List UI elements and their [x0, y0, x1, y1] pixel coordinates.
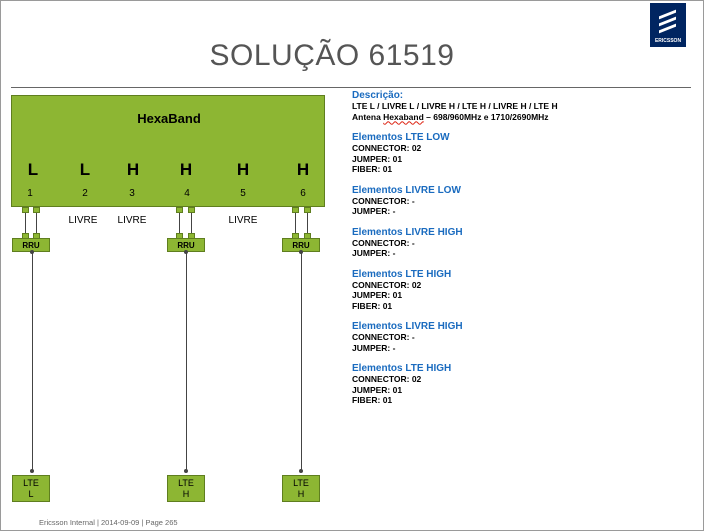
jumper-line [191, 213, 192, 235]
jumper-line [36, 213, 37, 235]
section-line: JUMPER: - [352, 342, 396, 353]
section-livre-low: Elementos LIVRE LOW CONNECTOR: - JUMPER:… [352, 185, 692, 217]
livre-label-5: LIVRE [228, 215, 258, 226]
description-heading: Descrição: [352, 90, 404, 101]
section-line: JUMPER: - [352, 248, 396, 258]
antenna-port [188, 207, 195, 213]
antenna-port [33, 207, 40, 213]
hexaband-antenna: HexaBand L L H H H H 1 2 3 4 5 6 [11, 95, 325, 207]
lte-box-line1: LTE [178, 478, 194, 488]
section-line: FIBER: 01 [352, 395, 393, 405]
jumper-line [295, 213, 296, 235]
description-text: Antena [352, 111, 384, 122]
antenna-port [292, 207, 299, 213]
description-text: Hexaband [383, 111, 424, 122]
section-line: JUMPER: 01 [352, 153, 403, 164]
section-line: JUMPER: - [352, 206, 396, 216]
section-title: Elementos LIVRE LOW [352, 184, 461, 196]
band-number-2: 2 [82, 188, 88, 199]
band-number-6: 6 [300, 188, 306, 199]
section-livre-high: Elementos LIVRE HIGH CONNECTOR: - JUMPER… [352, 227, 692, 259]
section-line: CONNECTOR: - [352, 237, 415, 248]
logo-text: ERICSSON [654, 38, 682, 44]
page-title: SOLUÇÃO 61519 [209, 39, 455, 72]
section-line: CONNECTOR: 02 [352, 279, 422, 290]
livre-label-3: LIVRE [117, 215, 147, 226]
fiber-connector [184, 250, 188, 254]
section-line: FIBER: 01 [352, 300, 393, 311]
band-letter-4: H [179, 160, 193, 179]
section-line: CONNECTOR: 02 [352, 143, 422, 153]
ericsson-logo: ERICSSON [650, 3, 686, 47]
lte-box-line2: H [182, 489, 190, 499]
lte-box-3: LTE H [282, 475, 320, 502]
description-panel: Descrição: LTE L / LIVRE L / LIVRE H / L… [352, 90, 692, 416]
antenna-port [304, 207, 311, 213]
section-livre-high-2: Elementos LIVRE HIGH CONNECTOR: - JUMPER… [352, 321, 692, 353]
lte-box-line2: L [28, 489, 34, 499]
lte-box-1: LTE L [12, 475, 50, 502]
section-title: Elementos LIVRE HIGH [352, 321, 463, 332]
band-letter-6: H [296, 160, 310, 179]
fiber-connector [30, 250, 34, 254]
band-number-5: 5 [240, 188, 246, 199]
rru-box-3: RRU [282, 238, 320, 252]
fiber-line [186, 253, 187, 471]
ericsson-logo-icon [659, 9, 677, 34]
description-line: Antena Hexaband – 698/960MHz e 1710/2690… [352, 112, 692, 123]
section-title: Elementos LTE HIGH [352, 363, 452, 374]
antenna-port [176, 207, 183, 213]
fiber-line [301, 253, 302, 471]
lte-box-line2: H [297, 489, 305, 499]
lte-box-line1: LTE [23, 478, 39, 488]
fiber-line [32, 253, 33, 471]
fiber-connector [299, 469, 303, 473]
section-line: JUMPER: 01 [352, 290, 403, 300]
jumper-line [25, 213, 26, 235]
section-title: Elementos LTE HIGH [352, 268, 452, 280]
lte-box-2: LTE H [167, 475, 205, 502]
fiber-connector [299, 250, 303, 254]
section-lte-high: Elementos LTE HIGH CONNECTOR: 02 JUMPER:… [352, 269, 692, 312]
section-line: FIBER: 01 [352, 164, 393, 174]
antenna-title: HexaBand [137, 111, 201, 126]
band-letter-1: L [27, 160, 39, 179]
band-letter-2: L [79, 160, 91, 179]
fiber-connector [30, 469, 34, 473]
section-line: JUMPER: 01 [352, 384, 403, 395]
jumper-line [307, 213, 308, 235]
section-title: Elementos LIVRE HIGH [352, 226, 463, 238]
section-title: Elementos LTE LOW [352, 132, 450, 143]
band-number-1: 1 [27, 188, 33, 199]
section-line: CONNECTOR: - [352, 195, 415, 206]
section-line: CONNECTOR: - [352, 332, 415, 342]
fiber-connector [184, 469, 188, 473]
livre-label-2: LIVRE [68, 215, 98, 226]
description-line: LTE L / LIVRE L / LIVRE H / LTE H / LIVR… [352, 101, 558, 111]
antenna-port [22, 207, 29, 213]
section-line: CONNECTOR: 02 [352, 374, 422, 384]
jumper-line [179, 213, 180, 235]
section-lte-low: Elementos LTE LOW CONNECTOR: 02 JUMPER: … [352, 132, 692, 175]
band-letter-3: H [126, 160, 140, 179]
band-number-3: 3 [129, 188, 135, 199]
title-divider [11, 87, 691, 88]
description-text: – 698/960MHz e 1710/2690MHz [423, 111, 549, 122]
band-letter-5: H [236, 160, 250, 179]
footer: Ericsson Internal | 2014-09-09 | Page 26… [39, 518, 178, 527]
band-number-4: 4 [184, 188, 190, 199]
lte-box-line1: LTE [293, 478, 309, 488]
section-lte-high-2: Elementos LTE HIGH CONNECTOR: 02 JUMPER:… [352, 363, 692, 406]
